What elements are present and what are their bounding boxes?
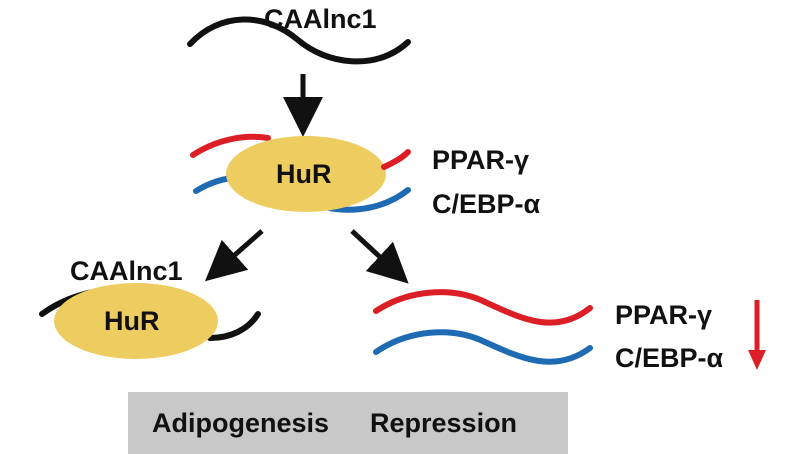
ppar-label-right: PPAR-γ [615, 300, 713, 330]
ppar-label-top: PPAR-γ [432, 145, 530, 175]
hur-left-ellipse [54, 283, 218, 359]
ppar-strand-right [373, 289, 593, 326]
outcome-banner: Adipogenesis Repression [128, 392, 568, 454]
lnc-strand-top [187, 16, 411, 65]
lnc-label-top: CAAlnc1 [264, 4, 377, 34]
ppar-strand-top [190, 133, 271, 158]
cebp-label-top: C/EBP-α [432, 189, 541, 219]
lnc-label-left: CAAlnc1 [70, 256, 183, 286]
arrow-to-left-complex [204, 229, 264, 282]
banner-word-adipogenesis: Adipogenesis [152, 408, 330, 438]
banner-word-repression: Repression [370, 408, 518, 438]
cebp-strand-right [373, 329, 593, 365]
hur-label-center: HuR [276, 159, 332, 189]
cebp-label-right: C/EBP-α [615, 343, 724, 373]
arrow-to-right-mrna [350, 229, 409, 284]
lnc-strand-left-tail [207, 311, 261, 341]
hur-label-left: HuR [104, 306, 160, 336]
ppar-strand-top-right [381, 149, 411, 170]
hur-center-ellipse [226, 136, 386, 212]
downregulation-arrow-head [748, 350, 766, 370]
